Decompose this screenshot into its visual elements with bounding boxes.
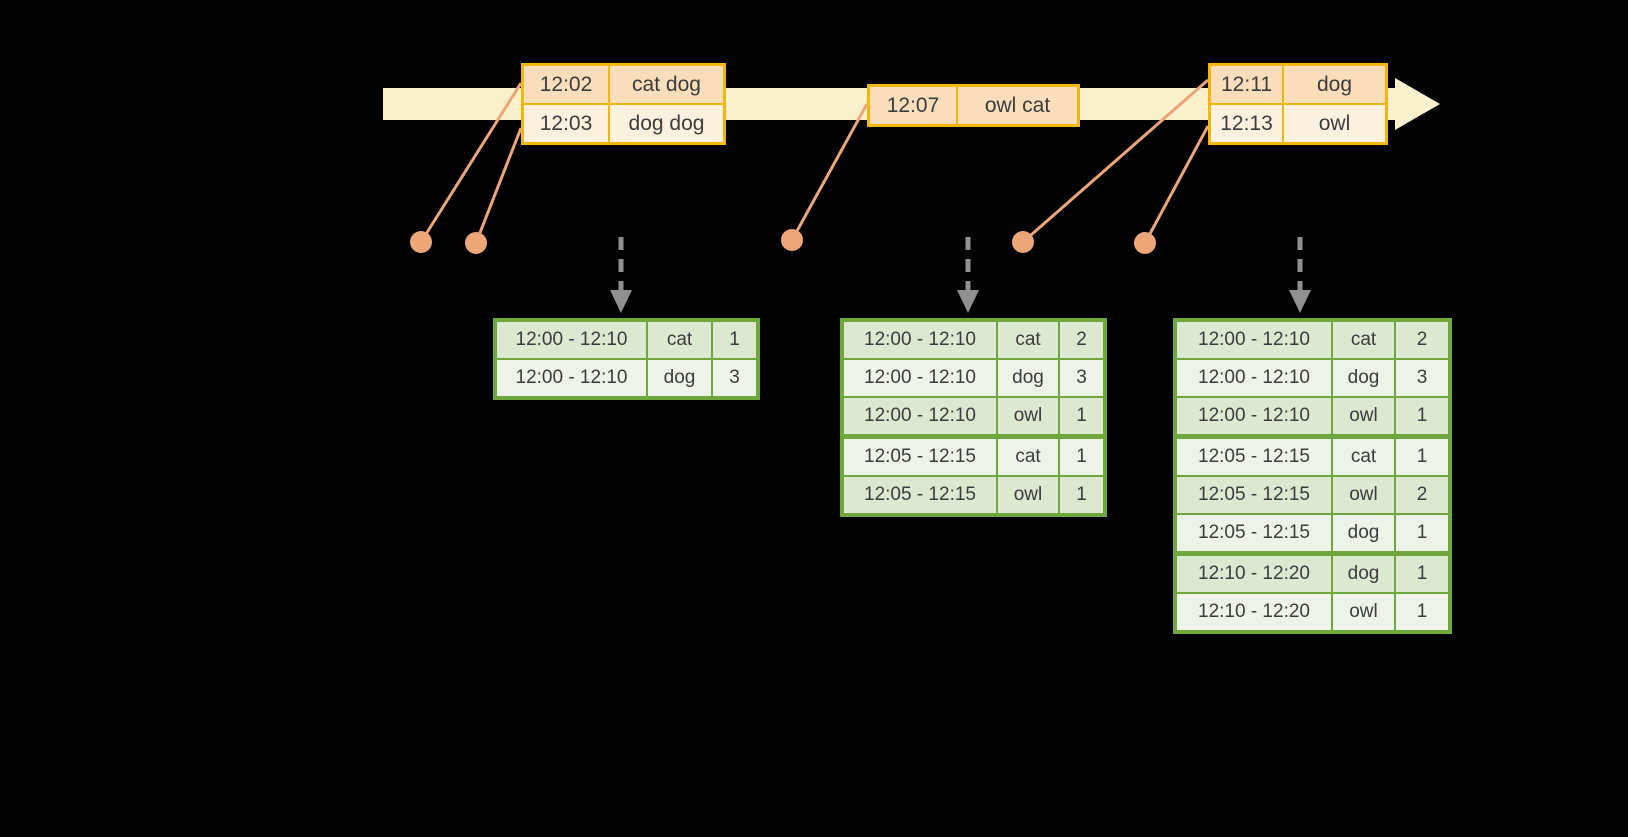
event-row: 12:13 owl: [1211, 105, 1385, 142]
result-word: dog: [1333, 515, 1394, 551]
connector-line: [474, 127, 523, 244]
result-word: dog: [998, 360, 1058, 396]
result-table-1: 12:00 - 12:10 cat 1 12:00 - 12:10 dog 3: [493, 318, 760, 400]
result-window: 12:00 - 12:10: [844, 360, 996, 396]
result-window: 12:00 - 12:10: [497, 360, 646, 396]
result-window: 12:05 - 12:15: [1177, 515, 1331, 551]
result-row: 12:00 - 12:10 dog 3: [1177, 360, 1448, 396]
trigger-arrow-down-icon: [957, 237, 979, 313]
event-words: dog dog: [610, 105, 723, 142]
event-table-3: 12:11 dog 12:13 owl: [1208, 63, 1388, 145]
result-count: 3: [1060, 360, 1103, 396]
result-row: 12:10 - 12:20 dog 1: [1177, 556, 1448, 592]
event-time: 12:13: [1211, 105, 1282, 142]
event-dot-icon: [410, 231, 432, 253]
result-window: 12:00 - 12:10: [1177, 398, 1331, 434]
result-table-2: 12:00 - 12:10 cat 2 12:00 - 12:10 dog 3 …: [840, 318, 1107, 517]
result-row: 12:05 - 12:15 cat 1: [844, 439, 1103, 475]
result-word: dog: [1333, 360, 1394, 396]
event-row: 12:07 owl cat: [870, 87, 1077, 124]
event-time: 12:07: [870, 87, 956, 124]
result-word: owl: [1333, 477, 1394, 513]
result-row: 12:10 - 12:20 owl 1: [1177, 594, 1448, 630]
result-count: 3: [1396, 360, 1448, 396]
result-row: 12:00 - 12:10 owl 1: [1177, 398, 1448, 434]
result-window: 12:05 - 12:15: [844, 439, 996, 475]
result-row: 12:00 - 12:10 dog 3: [497, 360, 756, 396]
timeline-arrowhead-icon: [1395, 78, 1440, 130]
result-word: owl: [1333, 398, 1394, 434]
result-window: 12:05 - 12:15: [1177, 477, 1331, 513]
event-time: 12:02: [524, 66, 608, 103]
event-words: cat dog: [610, 66, 723, 103]
result-table-3: 12:00 - 12:10 cat 2 12:00 - 12:10 dog 3 …: [1173, 318, 1452, 634]
event-dot-icon: [1134, 232, 1156, 254]
event-table-2: 12:07 owl cat: [867, 84, 1080, 127]
event-words: owl: [1284, 105, 1385, 142]
result-count: 1: [713, 322, 756, 358]
result-row: 12:05 - 12:15 dog 1: [1177, 515, 1448, 551]
result-word: cat: [648, 322, 711, 358]
result-count: 1: [1396, 515, 1448, 551]
result-count: 3: [713, 360, 756, 396]
result-window: 12:10 - 12:20: [1177, 556, 1331, 592]
result-row: 12:00 - 12:10 dog 3: [844, 360, 1103, 396]
result-word: cat: [1333, 439, 1394, 475]
result-word: cat: [998, 322, 1058, 358]
event-words: dog: [1284, 66, 1385, 103]
result-word: dog: [648, 360, 711, 396]
result-word: owl: [998, 398, 1058, 434]
result-row: 12:00 - 12:10 cat 2: [844, 322, 1103, 358]
result-count: 1: [1396, 439, 1448, 475]
trigger-arrow-down-icon: [610, 237, 632, 313]
result-window: 12:05 - 12:15: [844, 477, 996, 513]
result-row: 12:05 - 12:15 owl 2: [1177, 477, 1448, 513]
event-row: 12:11 dog: [1211, 66, 1385, 103]
result-row: 12:05 - 12:15 owl 1: [844, 477, 1103, 513]
result-count: 1: [1396, 594, 1448, 630]
result-count: 2: [1060, 322, 1103, 358]
event-table-1: 12:02 cat dog 12:03 dog dog: [521, 63, 726, 145]
result-word: cat: [998, 439, 1058, 475]
result-window: 12:00 - 12:10: [844, 398, 996, 434]
connector-line: [790, 103, 869, 241]
event-time: 12:11: [1211, 66, 1282, 103]
result-count: 1: [1396, 556, 1448, 592]
result-row: 12:00 - 12:10 cat 1: [497, 322, 756, 358]
event-row: 12:03 dog dog: [524, 105, 723, 142]
result-count: 2: [1396, 477, 1448, 513]
result-word: owl: [1333, 594, 1394, 630]
result-count: 1: [1396, 398, 1448, 434]
connector-line: [419, 82, 523, 243]
result-count: 1: [1060, 477, 1103, 513]
result-window: 12:00 - 12:10: [497, 322, 646, 358]
result-row: 12:05 - 12:15 cat 1: [1177, 439, 1448, 475]
connector-line: [1143, 125, 1210, 244]
result-window: 12:00 - 12:10: [1177, 360, 1331, 396]
connector-line: [1022, 78, 1209, 244]
event-row: 12:02 cat dog: [524, 66, 723, 103]
event-words: owl cat: [958, 87, 1077, 124]
result-window: 12:00 - 12:10: [844, 322, 996, 358]
result-count: 1: [1060, 439, 1103, 475]
trigger-arrow-down-icon: [1289, 237, 1311, 313]
event-dot-icon: [781, 229, 803, 251]
result-window: 12:05 - 12:15: [1177, 439, 1331, 475]
result-row: 12:00 - 12:10 owl 1: [844, 398, 1103, 434]
result-word: owl: [998, 477, 1058, 513]
result-count: 1: [1060, 398, 1103, 434]
result-count: 2: [1396, 322, 1448, 358]
result-window: 12:00 - 12:10: [1177, 322, 1331, 358]
result-row: 12:00 - 12:10 cat 2: [1177, 322, 1448, 358]
result-word: cat: [1333, 322, 1394, 358]
result-word: dog: [1333, 556, 1394, 592]
result-window: 12:10 - 12:20: [1177, 594, 1331, 630]
event-time: 12:03: [524, 105, 608, 142]
event-dot-icon: [465, 232, 487, 254]
event-dot-icon: [1012, 231, 1034, 253]
